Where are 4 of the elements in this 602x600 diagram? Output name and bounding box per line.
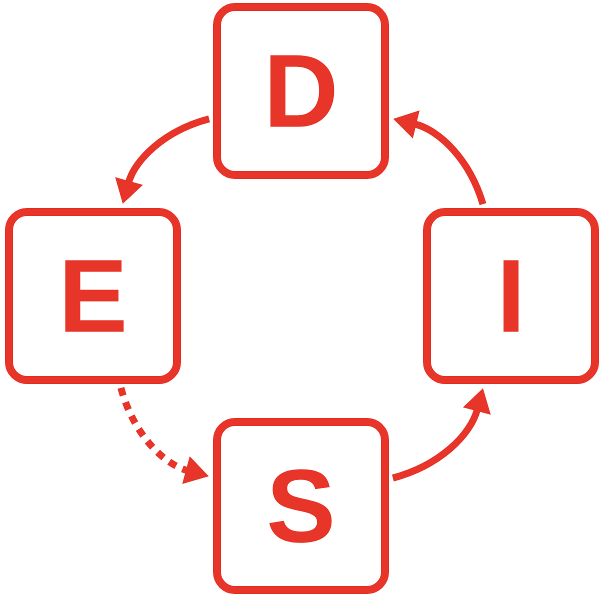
letter-box: E	[5, 208, 181, 384]
letter-box: I	[423, 208, 599, 384]
letter-box: S	[213, 418, 389, 594]
letter-box: D	[213, 3, 389, 179]
